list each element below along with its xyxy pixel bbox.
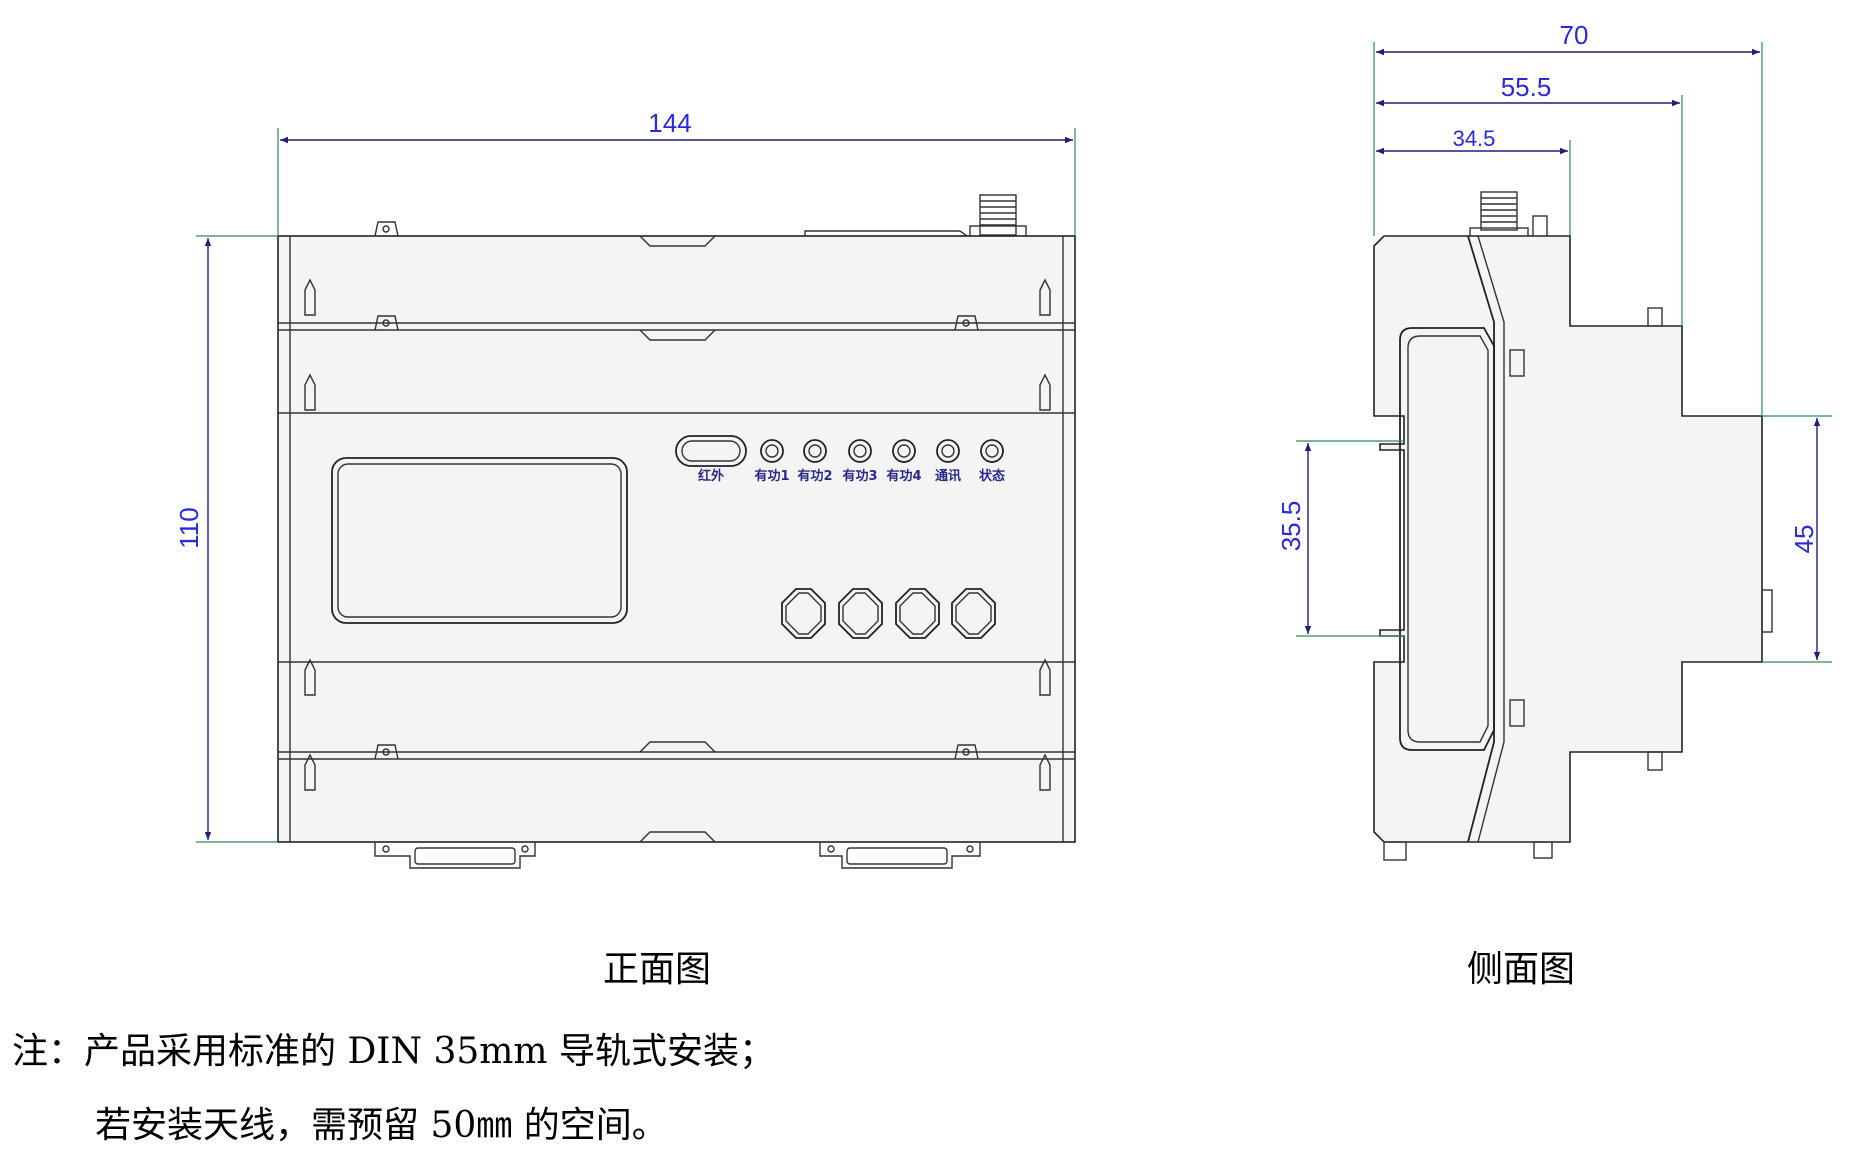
- led-label-active1: 有功1: [754, 468, 789, 484]
- led-label-infrared: 红外: [698, 468, 724, 484]
- front-buttons: [781, 588, 996, 639]
- dim-side-45: 45: [1789, 525, 1819, 554]
- bottom-rail-clip-left: [374, 842, 536, 869]
- led-label-status: 状态: [979, 468, 1005, 484]
- led-label-active3: 有功3: [842, 468, 877, 484]
- led-label-active2: 有功2: [797, 468, 832, 484]
- front-view: 红外 有功1 有功2 有功3 有功4 通讯 状态 144 110: [174, 108, 1076, 869]
- lcd-display: [331, 457, 628, 624]
- dim-side-35-5: 35.5: [1276, 501, 1306, 552]
- dim-height-110: 110: [174, 507, 204, 548]
- side-view: 70 55.5 34.5 35.5 45: [1276, 20, 1832, 861]
- dim-side-55-5: 55.5: [1501, 72, 1552, 102]
- note-line-1: 注：产品采用标准的 DIN 35mm 导轨式安装；: [12, 1031, 775, 1072]
- dim-side-70: 70: [1560, 20, 1589, 50]
- bottom-rail-clip-right: [819, 842, 981, 869]
- led-label-comm: 通讯: [935, 468, 961, 484]
- side-antenna: [1469, 191, 1529, 239]
- led-indicators: [760, 439, 1004, 463]
- antenna-connector: [969, 194, 1027, 239]
- dim-side-34-5: 34.5: [1453, 126, 1496, 151]
- side-view-caption: 侧面图: [1467, 949, 1576, 990]
- infrared-window: [675, 435, 747, 467]
- dim-width-144: 144: [648, 108, 691, 138]
- led-label-active4: 有功4: [886, 468, 921, 484]
- note-line-2: 若安装天线，需预留 50㎜ 的空间。: [95, 1105, 668, 1146]
- front-view-caption: 正面图: [603, 949, 712, 990]
